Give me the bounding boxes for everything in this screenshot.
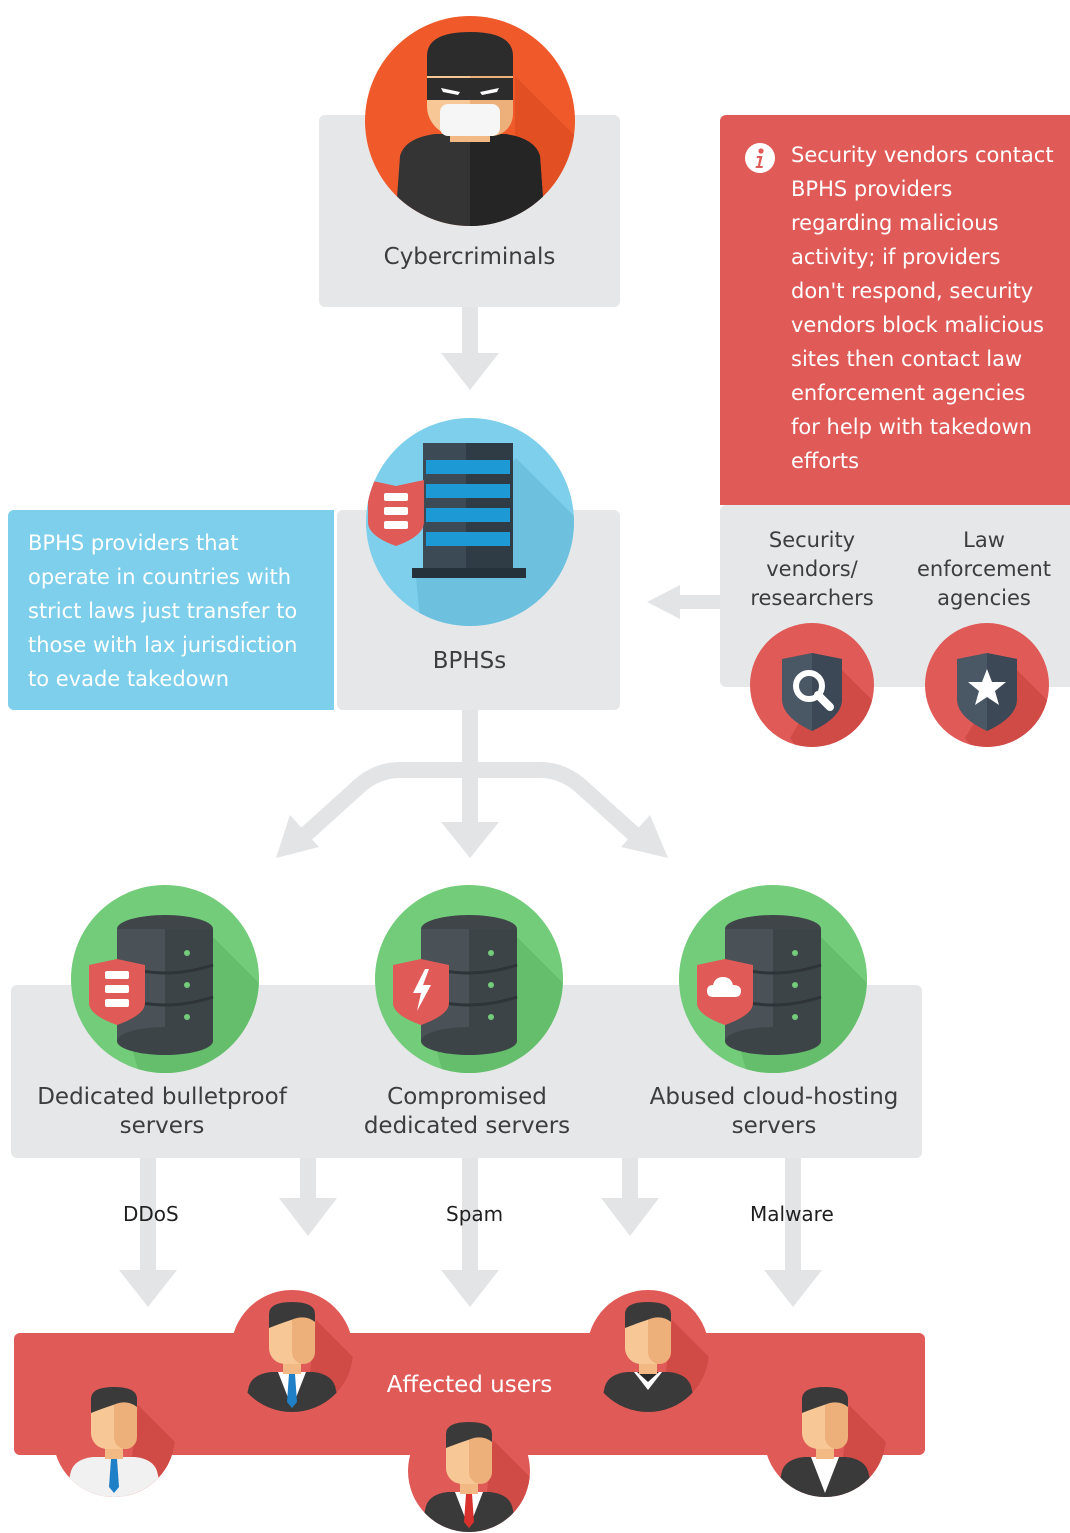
user-icon bbox=[587, 1290, 709, 1412]
magnifier-shield-icon bbox=[750, 623, 874, 747]
spam-label: Spam bbox=[446, 1202, 504, 1226]
database-icon-dedicated bbox=[71, 885, 259, 1073]
building-icon bbox=[366, 418, 574, 626]
info-icon bbox=[745, 143, 775, 173]
star-shield-icon bbox=[925, 623, 1049, 747]
abused-servers-label: Abused cloud-hosting servers bbox=[649, 1084, 899, 1139]
security-note-text: Security vendors contact BPHS providers … bbox=[791, 143, 1054, 473]
user-icon bbox=[231, 1290, 353, 1412]
dedicated-servers-label: Dedicated bulletproof servers bbox=[37, 1084, 287, 1139]
database-icon-cloud bbox=[679, 885, 867, 1073]
affected-users-label: Affected users bbox=[386, 1372, 553, 1398]
ddos-label: DDoS bbox=[123, 1202, 179, 1226]
security-vendors-label: Security vendors/ researchers bbox=[750, 528, 874, 610]
user-icon bbox=[53, 1375, 175, 1497]
malware-label: Malware bbox=[750, 1202, 834, 1226]
bphs-label: BPHSs bbox=[432, 648, 507, 674]
user-icon bbox=[764, 1375, 886, 1497]
bphs-note-box bbox=[8, 510, 334, 710]
security-note-box bbox=[720, 115, 1070, 505]
database-icon-compromised bbox=[375, 885, 563, 1073]
cybercriminals-label: Cybercriminals bbox=[383, 244, 556, 270]
bphs-note-text: BPHS providers that operate in countries… bbox=[28, 531, 298, 691]
burglar-icon bbox=[365, 16, 575, 226]
compromised-servers-label: Compromised dedicated servers bbox=[363, 1084, 571, 1139]
user-icon bbox=[408, 1410, 530, 1532]
law-enforcement-label: Law enforcement agencies bbox=[916, 528, 1052, 610]
